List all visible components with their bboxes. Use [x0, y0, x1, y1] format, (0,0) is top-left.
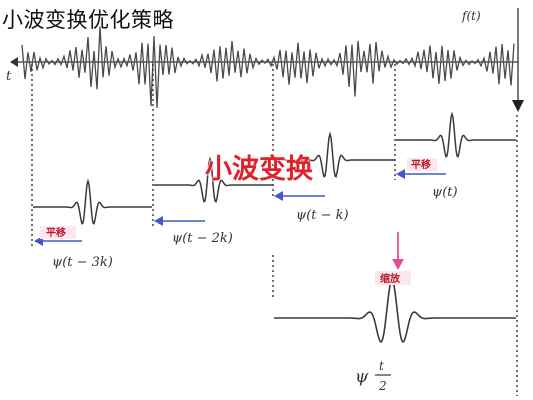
page-title: 小波变换优化策略	[2, 8, 174, 32]
shift-arrow-icon	[396, 169, 446, 179]
svg-text:2: 2	[378, 379, 387, 393]
shift-tag-2: 平移	[46, 226, 66, 239]
label-psi-scaled: ψ t 2	[355, 359, 391, 393]
svg-text:t: t	[379, 359, 384, 373]
shift-tag-1: 平移	[411, 158, 431, 171]
wavelet-psi-t-minus-2k	[154, 156, 273, 203]
label-psi-t: ψ(t)	[432, 185, 458, 200]
label-psi-t-minus-2k: ψ(t − 2k)	[172, 231, 233, 246]
wavelet-psi-scaled	[274, 278, 516, 343]
down-arrow-icon	[512, 8, 524, 112]
label-psi-t-minus-k: ψ(t − k)	[296, 208, 349, 223]
svg-text:ψ: ψ	[355, 367, 369, 387]
shift-arrow-icon	[274, 191, 325, 201]
label-psi-t-minus-3k: ψ(t − 3k)	[52, 255, 113, 270]
shift-tag-box-2	[40, 226, 76, 239]
wavelet-psi-t-minus-3k	[33, 178, 152, 225]
left-arrow-icon	[10, 57, 518, 67]
time-axis-label: t	[6, 69, 12, 84]
wavelet-psi-t-minus-k	[274, 131, 395, 178]
shift-arrow-icon	[154, 216, 205, 226]
wavelet-transform-label: 小波变换	[205, 153, 314, 185]
signal-label: f(t)	[461, 9, 481, 23]
scale-tag-box	[375, 271, 411, 285]
wavelet-psi-t	[396, 111, 516, 158]
input-signal-waveform	[21, 26, 515, 108]
scale-arrow-icon	[392, 232, 404, 270]
dashed-guides	[31, 64, 518, 396]
shift-tag-box-1	[407, 158, 437, 171]
scale-tag: 缩放	[380, 272, 401, 285]
